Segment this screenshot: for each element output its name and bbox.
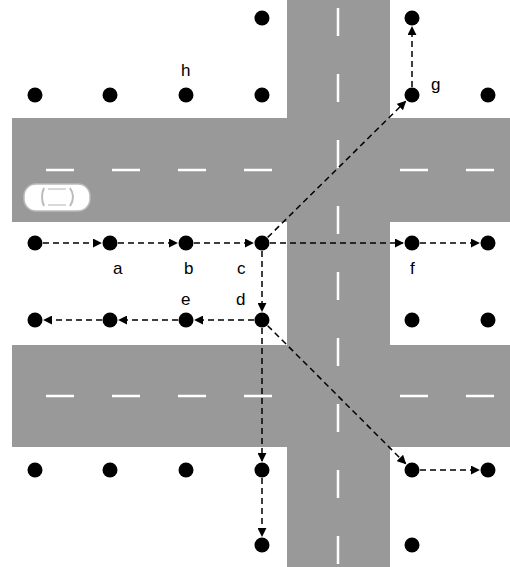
- path-arrow: [411, 27, 413, 87]
- dot: [179, 236, 194, 251]
- dot: [481, 463, 496, 478]
- path-arrow: [420, 242, 479, 244]
- point-label: c: [237, 260, 246, 277]
- car: [24, 184, 90, 211]
- road: [12, 345, 510, 447]
- path-arrow: [119, 319, 178, 321]
- point-label: a: [113, 260, 122, 277]
- point-label: f: [410, 260, 415, 277]
- dot: [28, 463, 43, 478]
- point-label: b: [184, 260, 193, 277]
- dot: [28, 88, 43, 103]
- dot: [179, 88, 194, 103]
- dot: [179, 313, 194, 328]
- dot: [28, 236, 43, 251]
- path-arrow: [268, 326, 406, 464]
- dot: [405, 463, 420, 478]
- dot: [255, 236, 270, 251]
- lane-markings: [36, 8, 510, 567]
- road: [287, 0, 390, 567]
- dot: [103, 88, 118, 103]
- dot: [481, 88, 496, 103]
- dot: [103, 463, 118, 478]
- dot: [405, 538, 420, 553]
- path-arrow: [44, 319, 102, 321]
- dot: [481, 313, 496, 328]
- dot: [255, 463, 270, 478]
- dot: [405, 236, 420, 251]
- point-label: g: [431, 76, 440, 93]
- dot: [481, 236, 496, 251]
- dot: [405, 313, 420, 328]
- dot: [103, 236, 118, 251]
- dot: [405, 11, 420, 26]
- dot: [405, 88, 420, 103]
- dashed-paths: [43, 27, 479, 536]
- path-arrow: [261, 251, 263, 311]
- path-arrow: [194, 242, 253, 244]
- dot: [28, 313, 43, 328]
- dots: [28, 11, 496, 553]
- path-arrow: [270, 242, 403, 244]
- path-arrow: [261, 478, 263, 536]
- point-label: e: [181, 291, 190, 308]
- dot: [103, 313, 118, 328]
- dot: [255, 538, 270, 553]
- path-arrow: [420, 469, 479, 471]
- road: [12, 118, 510, 222]
- dot: [255, 11, 270, 26]
- path-arrow: [261, 328, 263, 461]
- path-arrow: [268, 101, 406, 237]
- point-label: d: [236, 291, 245, 308]
- dot: [255, 88, 270, 103]
- dot: [255, 313, 270, 328]
- path-arrow: [118, 242, 177, 244]
- path-arrow: [195, 319, 254, 321]
- path-arrow: [43, 242, 101, 244]
- dot: [179, 463, 194, 478]
- point-label: h: [181, 62, 190, 79]
